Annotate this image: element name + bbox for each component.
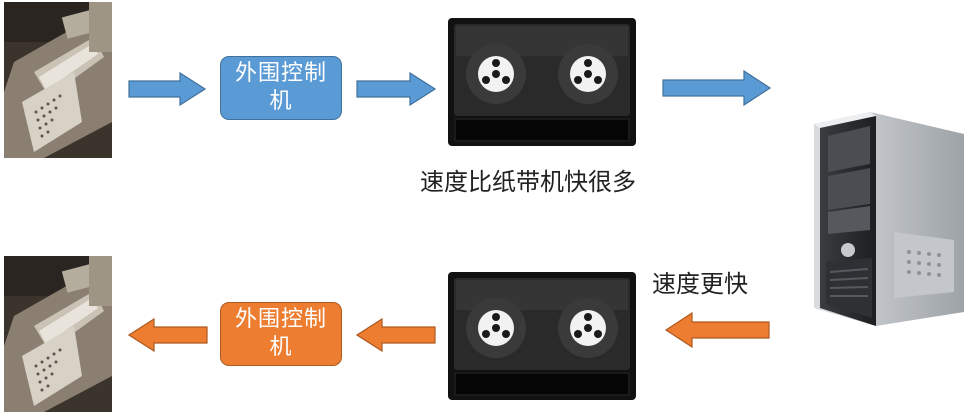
right-arrow-icon [662,70,772,106]
left-arrow-icon [664,312,770,348]
magnetic-tape-drive-icon [448,18,636,146]
controller-label: 外围控制机 [235,307,328,360]
magnetic-tape-drive-icon [448,272,636,400]
left-arrow-icon [356,318,436,352]
faster-speed-caption: 速度更快 [652,270,748,298]
computer-tower-icon [814,112,964,326]
right-arrow-icon [128,72,206,106]
tape-speed-caption: 速度比纸带机快很多 [420,168,636,196]
controller-label: 外围控制机 [235,61,328,114]
paper-tape-reader-icon [4,256,112,412]
left-arrow-icon [128,318,208,352]
peripheral-controller-box-bottom: 外围控制机 [220,302,342,366]
right-arrow-icon [356,72,436,106]
peripheral-controller-box-top: 外围控制机 [220,56,342,120]
paper-tape-reader-icon [4,2,112,158]
